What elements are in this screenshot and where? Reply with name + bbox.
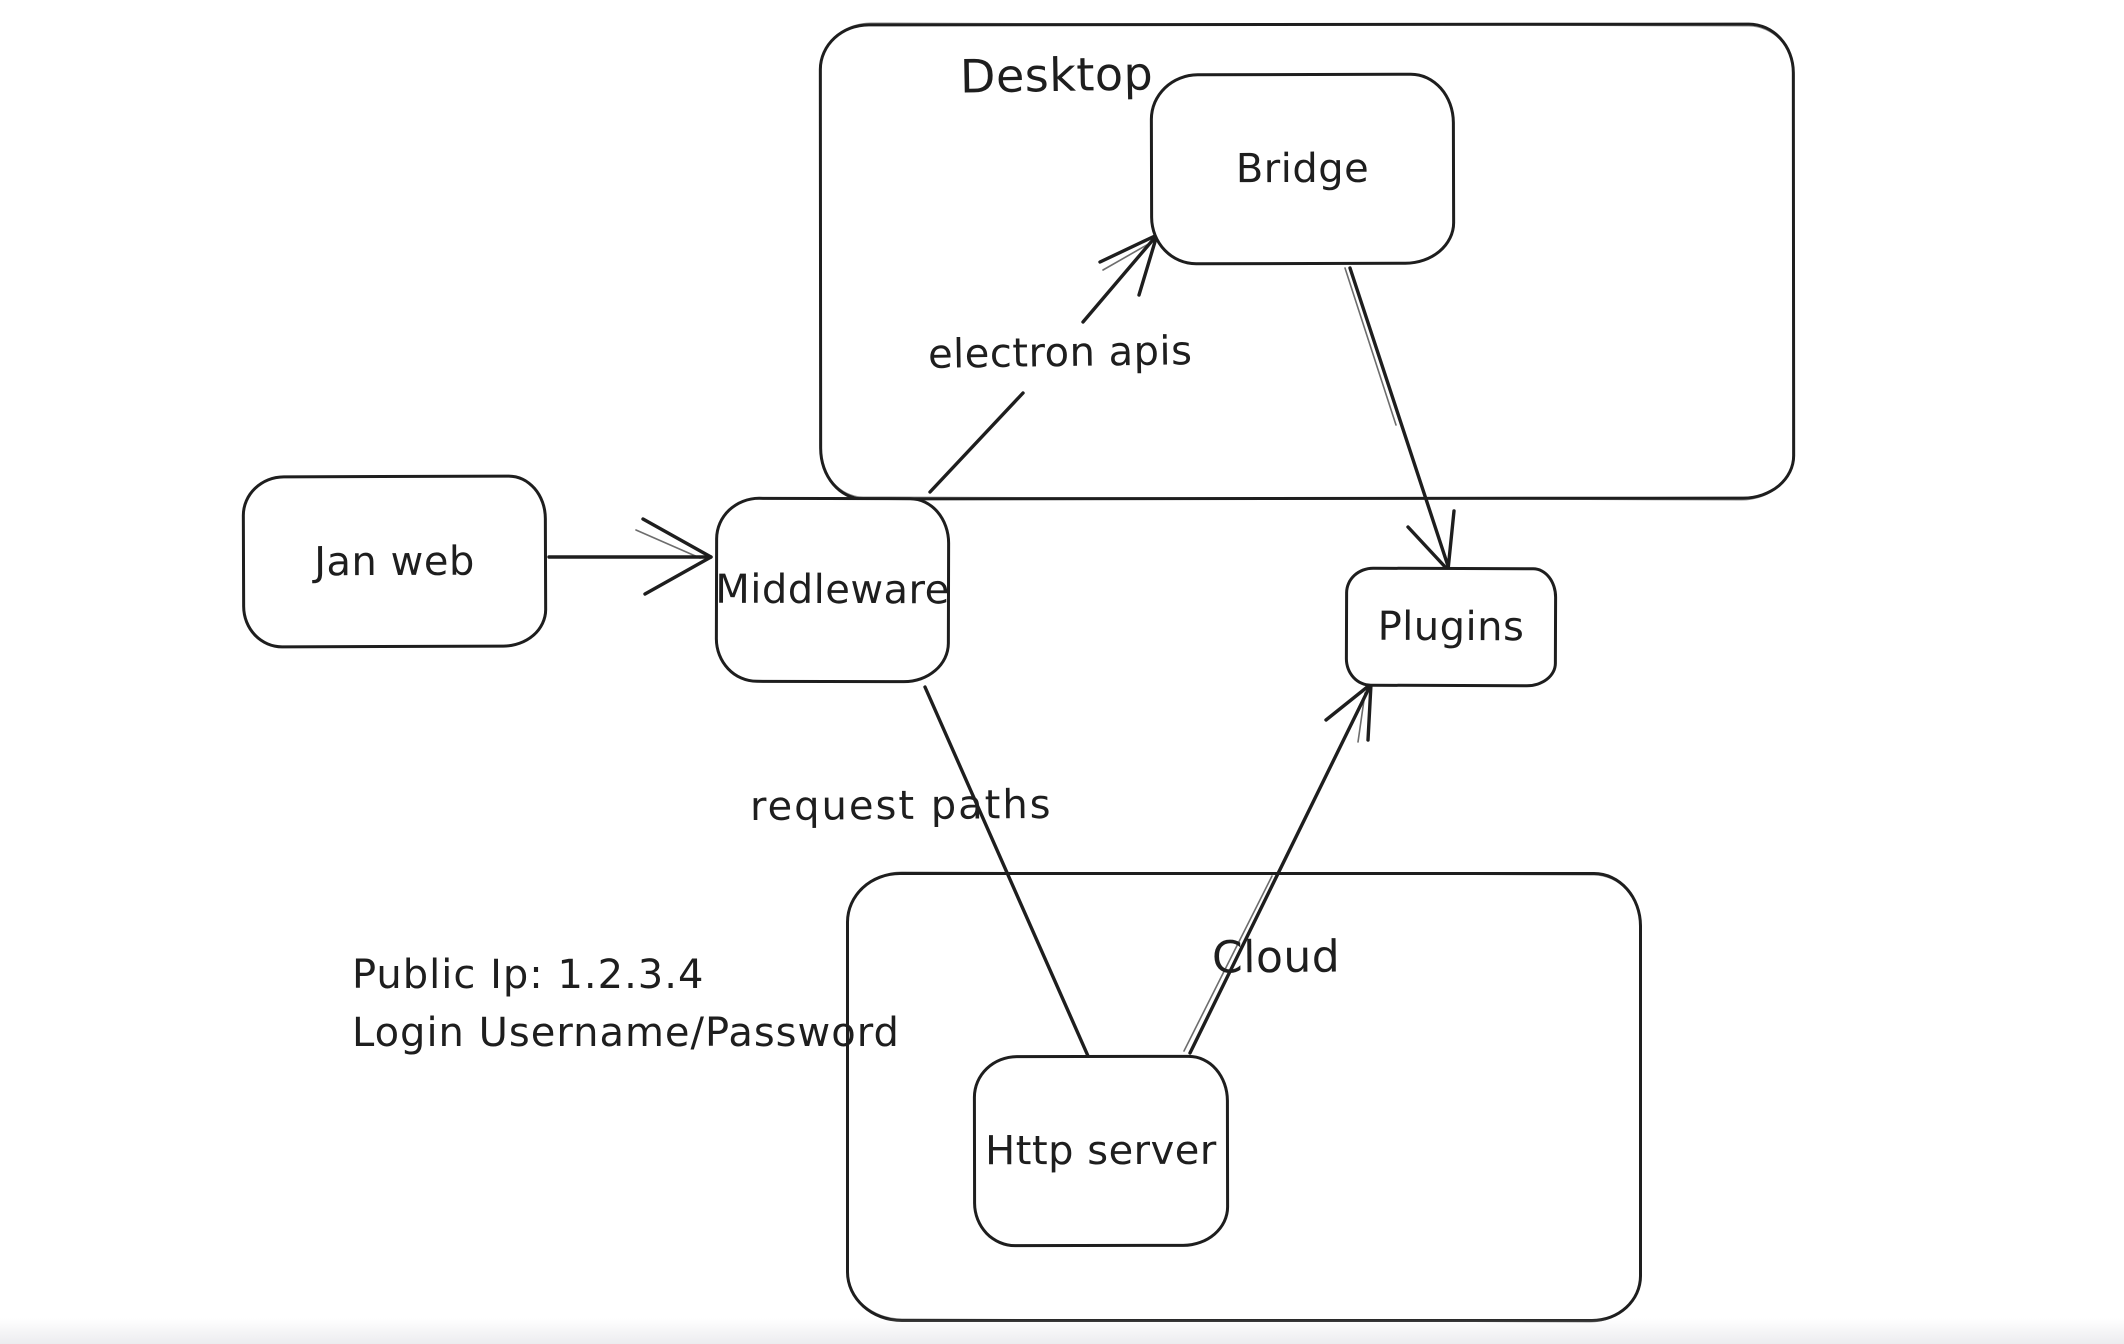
line-middleware-to-httpserver-request-paths[interactable] (923, 685, 1090, 1058)
arrowhead-echo (635, 529, 701, 559)
arrowhead-barb (1324, 682, 1373, 722)
annotation-public-ip[interactable]: Public Ip: 1.2.3.4 (352, 952, 705, 998)
arrowhead-echo (1357, 692, 1366, 743)
arrowhead-barb (1446, 509, 1456, 572)
cloud-container-title[interactable]: Cloud (1211, 931, 1341, 984)
shaft-echo (1183, 875, 1273, 1052)
arrow-httpserver-to-plugins[interactable] (1183, 682, 1373, 1055)
arrow-shaft (1188, 682, 1373, 1055)
arrowhead-barb (1406, 525, 1450, 572)
desktop-container-title[interactable]: Desktop (959, 46, 1154, 104)
arrowhead-barb (1366, 682, 1373, 742)
arrowhead-barb (1137, 233, 1159, 297)
arrow-shaft (1348, 266, 1450, 568)
arrow-shaft (928, 391, 1025, 494)
node-middleware[interactable]: Middleware (714, 496, 951, 684)
node-http-server-label: Http server (985, 1127, 1217, 1175)
node-jan-web-label: Jan web (314, 538, 475, 585)
node-jan-web[interactable]: Jan web (241, 474, 548, 649)
arrow-middleware-to-bridge-electron-apis[interactable] (928, 233, 1159, 494)
edge-label-electron-apis[interactable]: electron apis (927, 328, 1193, 378)
arrow-shaft (923, 685, 1090, 1058)
node-http-server[interactable]: Http server (972, 1054, 1230, 1248)
arrow-bridge-to-plugins[interactable] (1344, 266, 1456, 572)
arrow-shaft (1081, 233, 1159, 324)
arrowhead-barb (1098, 233, 1159, 264)
node-bridge-label: Bridge (1235, 145, 1370, 193)
annotation-login-credentials[interactable]: Login Username/Password (352, 1010, 900, 1056)
arrowhead-barb (641, 517, 713, 559)
arrowhead-echo (1102, 241, 1153, 271)
shaft-echo (1344, 267, 1397, 426)
edge-label-request-paths[interactable]: request paths (749, 781, 1053, 831)
node-plugins-label: Plugins (1377, 603, 1525, 651)
node-bridge[interactable]: Bridge (1149, 72, 1456, 266)
arrowhead-barb (643, 555, 713, 596)
node-plugins[interactable]: Plugins (1344, 566, 1558, 688)
node-middleware-label: Middleware (715, 566, 950, 614)
arrow-janweb-to-middleware[interactable] (547, 517, 713, 596)
